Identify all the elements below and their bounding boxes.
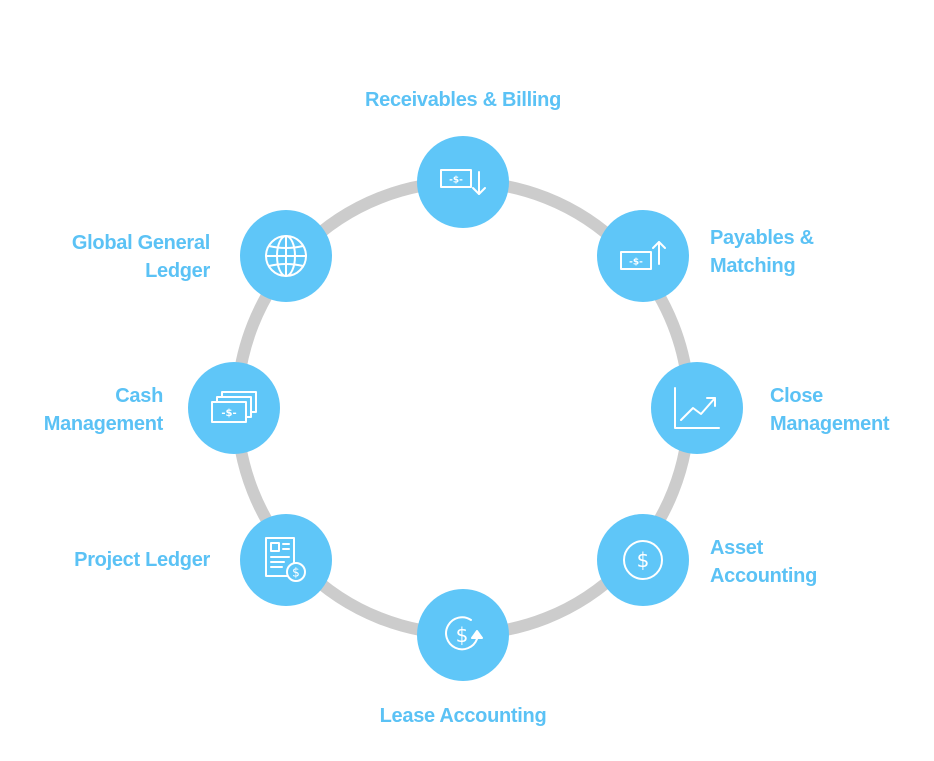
bill-up-arrow-icon: -$- bbox=[620, 241, 666, 270]
node-global-general-ledger[interactable] bbox=[240, 210, 332, 302]
ledger-document-icon: $ bbox=[265, 537, 306, 582]
svg-text:-$-: -$- bbox=[221, 408, 236, 419]
svg-text:$: $ bbox=[292, 566, 300, 580]
node-close-management[interactable] bbox=[651, 362, 743, 454]
invoice-down-arrow-icon: -$- bbox=[440, 169, 486, 195]
node-cash-management[interactable]: -$- bbox=[188, 362, 280, 454]
label-project-ledger: Project Ledger bbox=[74, 549, 210, 571]
dollar-coin-icon: $ bbox=[623, 540, 663, 580]
dollar-refresh-icon: $ bbox=[445, 616, 483, 651]
node-lease-accounting[interactable]: $ bbox=[417, 589, 509, 681]
label-global-general-ledger: Global General Ledger bbox=[71, 232, 210, 282]
label-cash-management: Cash Management bbox=[43, 385, 164, 435]
stacked-bills-icon: -$- bbox=[211, 391, 257, 423]
globe-icon bbox=[265, 235, 307, 277]
trend-chart-icon bbox=[674, 387, 720, 429]
svg-text:-$-: -$- bbox=[629, 258, 643, 268]
node-asset-accounting[interactable]: $ bbox=[597, 514, 689, 606]
label-receivables-billing: Receivables & Billing bbox=[365, 89, 561, 111]
label-lease-accounting: Lease Accounting bbox=[379, 705, 547, 727]
svg-text:-$-: -$- bbox=[449, 176, 463, 186]
label-close-management: Close Management bbox=[770, 385, 890, 435]
node-payables-matching[interactable]: -$- bbox=[597, 210, 689, 302]
svg-text:$: $ bbox=[456, 623, 469, 647]
node-project-ledger[interactable]: $ bbox=[240, 514, 332, 606]
svg-text:$: $ bbox=[637, 548, 650, 572]
label-asset-accounting: Asset Accounting bbox=[710, 537, 817, 587]
label-payables-matching: Payables & Matching bbox=[710, 227, 814, 277]
node-receivables-billing[interactable]: -$- bbox=[417, 136, 509, 228]
